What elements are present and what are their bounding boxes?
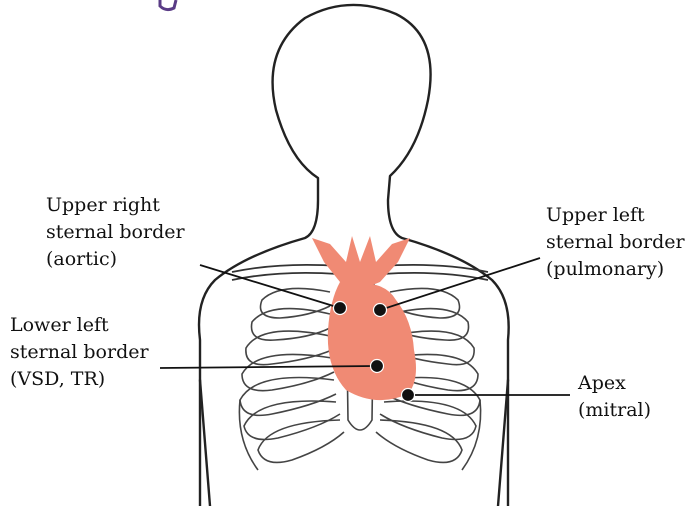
label-line: (aortic) [46, 246, 185, 273]
label-pulmonary: Upper left sternal border (pulmonary) [546, 202, 685, 283]
label-line: Apex [578, 370, 651, 397]
aortic-point [334, 302, 347, 315]
label-line: sternal border [46, 219, 185, 246]
label-line: Upper left [546, 202, 685, 229]
tricuspid-point [371, 360, 384, 373]
label-mitral: Apex (mitral) [578, 370, 651, 424]
label-line: Upper right [46, 192, 185, 219]
label-tricuspid: Lower left sternal border (VSD, TR) [10, 312, 149, 393]
pulmonary-point [374, 304, 387, 317]
rib-cage-left [239, 288, 344, 470]
label-line: (mitral) [578, 397, 651, 424]
label-line: (VSD, TR) [10, 366, 149, 393]
label-aortic: Upper right sternal border (aortic) [46, 192, 185, 273]
label-line: sternal border [10, 339, 149, 366]
header-text-fragment [160, 0, 176, 10]
label-line: sternal border [546, 229, 685, 256]
label-line: (pulmonary) [546, 256, 685, 283]
leader-line-aortic [200, 265, 340, 308]
label-line: Lower left [10, 312, 149, 339]
mitral-point [402, 389, 415, 402]
